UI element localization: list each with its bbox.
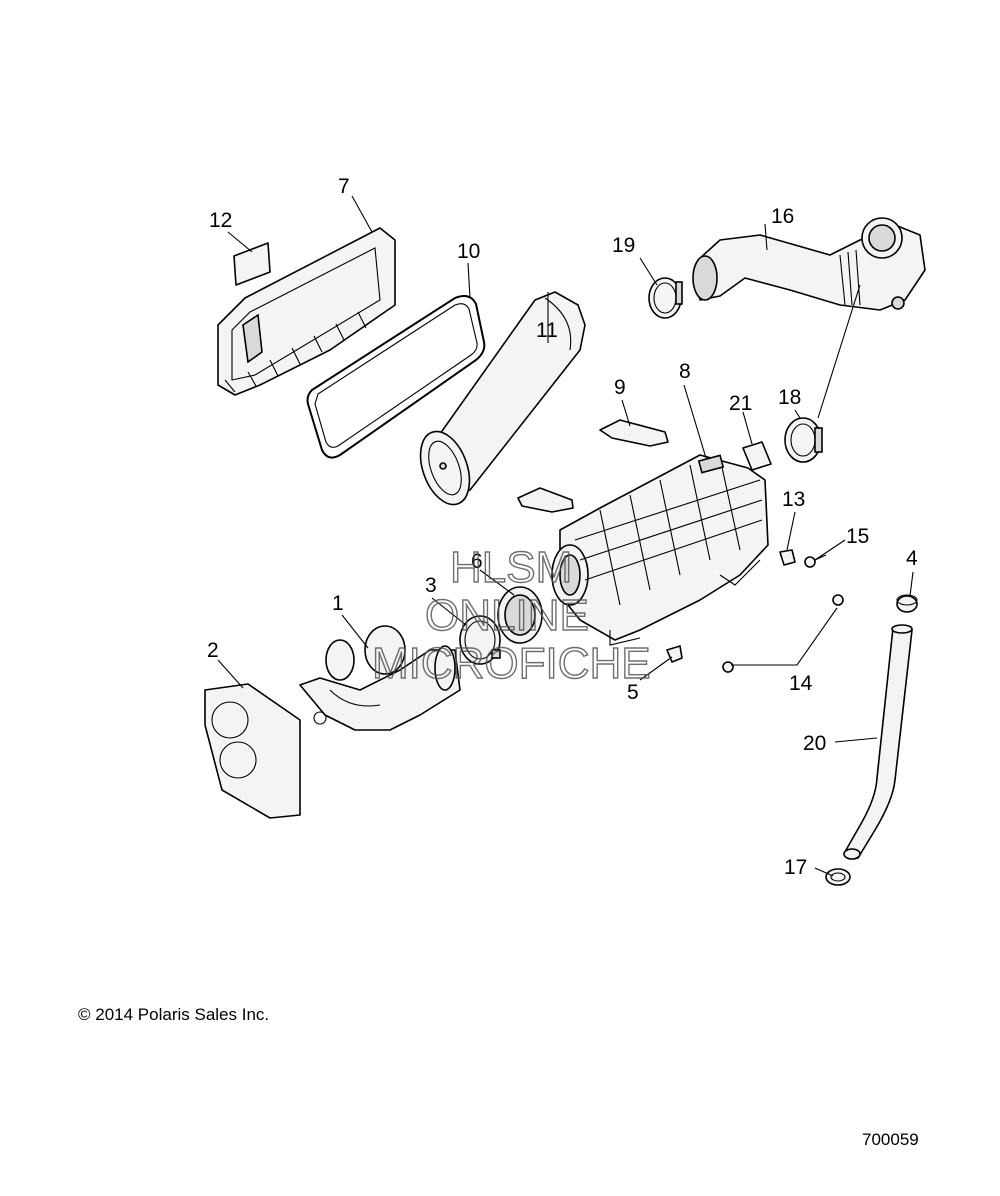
callout-17: 17 — [784, 856, 807, 879]
part-14-bolts — [722, 594, 844, 673]
callout-6: 6 — [471, 550, 483, 573]
part-12-label — [233, 242, 271, 286]
callout-19: 19 — [612, 234, 635, 257]
part-4-cap — [896, 594, 918, 613]
callout-14: 14 — [789, 672, 813, 695]
part-3-clamp — [459, 615, 501, 665]
watermark: HLSM ONLINE MICROFICHE — [371, 542, 651, 688]
callout-9: 9 — [614, 376, 626, 399]
callout-20: 20 — [803, 732, 826, 755]
callout-2: 2 — [207, 639, 219, 662]
callout-5: 5 — [627, 681, 639, 704]
watermark-line-1: HLSM — [450, 543, 572, 592]
part-21-label — [742, 441, 772, 471]
part-7-airbox-cover — [217, 227, 396, 396]
part-16-outlet-duct — [692, 217, 926, 311]
part-13-clip — [779, 549, 796, 566]
part-15-screw — [804, 554, 827, 568]
callout-labels: 1 2 3 4 5 6 7 8 9 10 11 12 13 14 15 16 1… — [207, 175, 918, 879]
part-19-clamp — [648, 277, 683, 319]
leader-lines — [217, 195, 914, 877]
part-18-clamp — [784, 417, 823, 463]
callout-1: 1 — [332, 592, 344, 615]
callout-11: 11 — [536, 319, 558, 342]
callout-13: 13 — [782, 488, 805, 511]
callout-21: 21 — [729, 392, 752, 415]
copyright-notice: © 2014 Polaris Sales Inc. — [78, 1005, 270, 1024]
callout-4: 4 — [906, 547, 918, 570]
part-8-airbox-housing — [551, 454, 769, 646]
part-20-drain-hose — [843, 624, 913, 860]
part-10-gasket — [306, 295, 486, 459]
part-9-bracket — [517, 419, 669, 513]
callout-18: 18 — [778, 386, 801, 409]
callout-10: 10 — [457, 240, 480, 263]
part-11-air-filter — [419, 291, 586, 506]
callout-8: 8 — [679, 360, 691, 383]
callout-15: 15 — [846, 525, 869, 548]
part-6-coupler — [497, 586, 543, 644]
callout-7: 7 — [338, 175, 350, 198]
callout-3: 3 — [425, 574, 437, 597]
part-17-clamp — [825, 868, 851, 886]
part-1-intake-duct — [299, 625, 461, 731]
diagram-number: 700059 — [862, 1130, 919, 1149]
watermark-line-3: MICROFICHE — [372, 639, 651, 688]
callout-12: 12 — [209, 209, 232, 232]
callout-16: 16 — [771, 205, 794, 228]
watermark-line-2: ONLINE — [425, 591, 589, 640]
part-2-plate — [204, 683, 301, 819]
